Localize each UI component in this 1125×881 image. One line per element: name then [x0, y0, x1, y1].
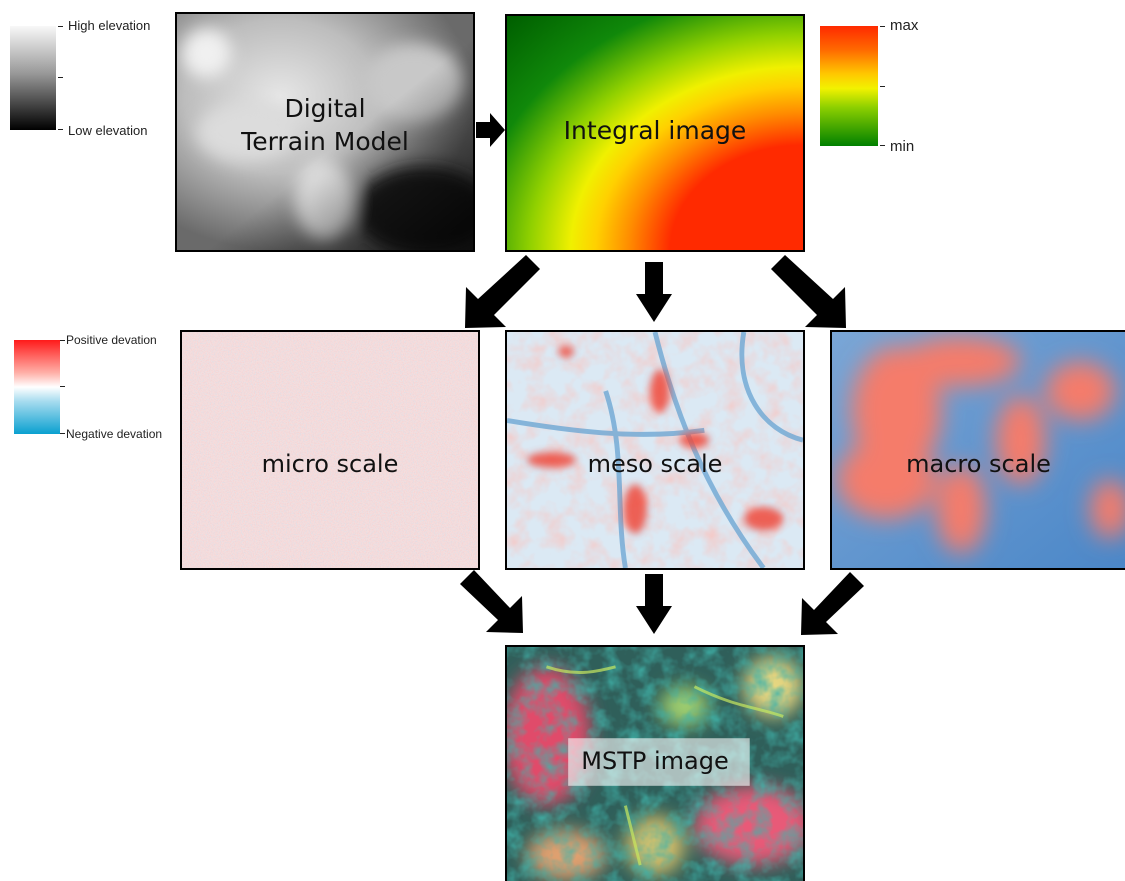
integral-tick-top [880, 26, 885, 27]
micro-image [182, 332, 478, 568]
arrow-down-right-icon [771, 255, 846, 328]
arrow-down-right-icon [460, 570, 523, 633]
macro-image [832, 332, 1125, 568]
integral-legend-min: min [890, 138, 915, 155]
meso-label: meso scale [587, 450, 723, 478]
arrow-down-icon [636, 262, 672, 322]
deviation-tick-mid [60, 386, 65, 387]
integral-tick-mid [880, 86, 885, 87]
elevation-tick-mid [58, 77, 63, 78]
arrow-down-icon [636, 574, 672, 634]
macro-label: macro scale [906, 450, 1051, 478]
elevation-tick-top [58, 26, 63, 27]
dtm-label: Digital Terrain Model [241, 94, 409, 156]
deviation-legend-bar [14, 340, 60, 434]
meso-panel: meso scale [505, 330, 805, 570]
macro-panel: macro scale [830, 330, 1125, 570]
integral-legend-bar [820, 26, 878, 146]
arrow-down-left-icon [801, 572, 864, 635]
mstp-image [507, 647, 803, 881]
arrow-right-icon [476, 113, 505, 147]
elevation-tick-bottom [58, 129, 63, 130]
integral-panel: Integral image [505, 14, 805, 252]
deviation-tick-bottom [60, 433, 65, 434]
arrow-down-left-icon [465, 255, 540, 328]
elevation-legend-low: Low elevation [68, 123, 148, 138]
integral-image [507, 16, 803, 250]
deviation-legend-negative: Negative devation [66, 427, 163, 441]
meso-image [507, 332, 803, 568]
elevation-legend-high: High elevation [68, 18, 151, 33]
deviation-tick-top [60, 340, 65, 341]
dtm-panel: Digital Terrain Model [175, 12, 475, 252]
integral-legend-max: max [890, 17, 919, 34]
integral-label: Integral image [563, 116, 747, 145]
integral-tick-bottom [880, 145, 885, 146]
dtm-image [177, 14, 473, 250]
elevation-legend-bar [10, 26, 56, 130]
micro-label: micro scale [261, 450, 399, 478]
mstp-label: MSTP image [581, 747, 729, 775]
deviation-legend-positive: Positive devation [66, 333, 157, 347]
micro-panel: micro scale [180, 330, 480, 570]
mstp-panel: MSTP image [505, 645, 805, 881]
